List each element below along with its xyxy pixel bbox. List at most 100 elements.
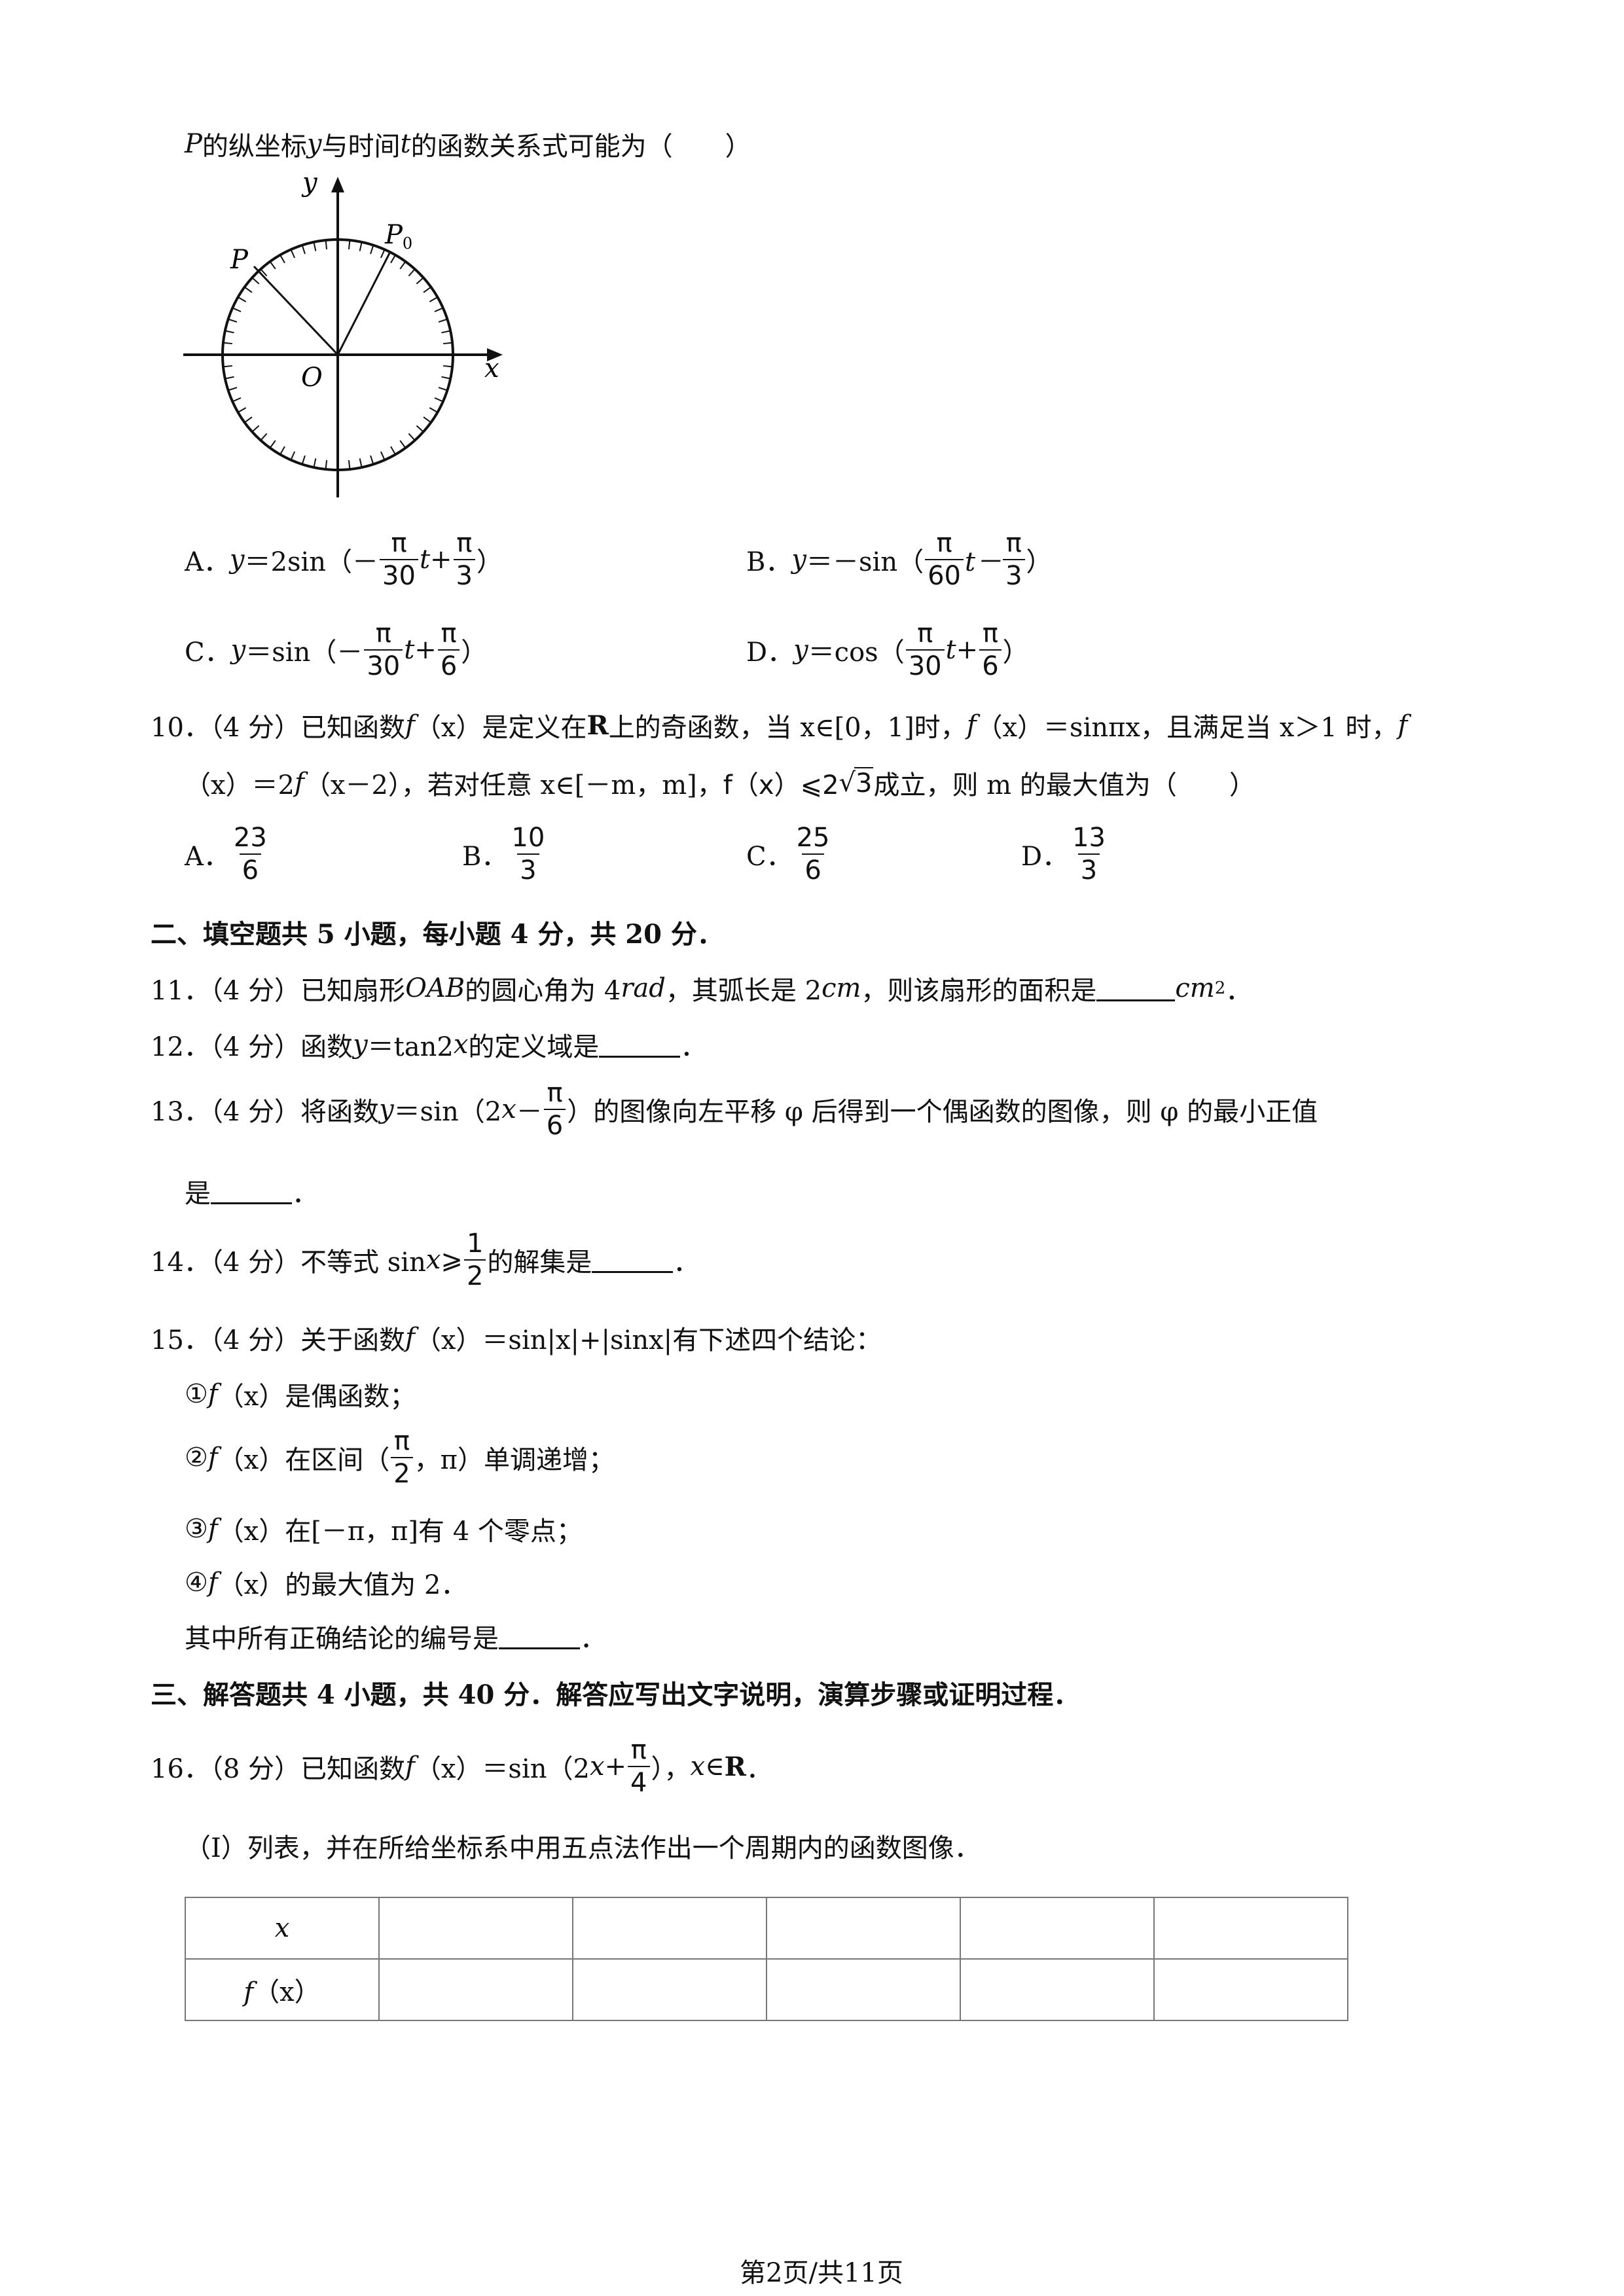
answer-blank[interactable] xyxy=(592,1247,674,1273)
tick-mark xyxy=(443,365,453,368)
tick-mark xyxy=(370,455,374,465)
tick-mark xyxy=(232,397,242,403)
tick-mark xyxy=(416,425,424,433)
tick-mark xyxy=(290,249,296,259)
tick-mark xyxy=(301,455,306,465)
q9-stem-tail: P 的纵坐标 y 与时间 t 的函数关系式可能为（ ） xyxy=(185,129,751,162)
tick-mark xyxy=(423,286,431,293)
tick-mark xyxy=(348,240,351,249)
tick-mark xyxy=(370,245,374,255)
table-cell[interactable] xyxy=(766,1897,961,1960)
answer-blank[interactable] xyxy=(599,1032,681,1058)
tick-mark xyxy=(325,460,328,470)
tick-mark xyxy=(390,255,396,264)
point-p-label: P xyxy=(230,245,249,275)
table-cell[interactable] xyxy=(960,1897,1155,1960)
table-cell[interactable] xyxy=(572,1958,767,2021)
tick-mark xyxy=(441,376,451,380)
tick-mark xyxy=(228,387,238,391)
answer-blank[interactable] xyxy=(499,1624,580,1649)
tick-mark xyxy=(325,240,328,249)
q13-line-2: 是 ． xyxy=(185,1179,318,1209)
five-point-table: x f（x） xyxy=(185,1897,1348,2021)
segment-op xyxy=(253,265,339,356)
table-cell[interactable] xyxy=(572,1897,767,1960)
tick-mark xyxy=(225,376,234,380)
table-cell[interactable] xyxy=(378,1897,573,1960)
tick-mark xyxy=(423,416,431,423)
table-row: f（x） xyxy=(185,1958,1348,2021)
tick-mark xyxy=(238,407,247,413)
unit-circle-figure: y x O P P0 xyxy=(183,170,503,497)
tick-mark xyxy=(251,425,260,433)
tick-mark xyxy=(223,365,232,368)
sqrt-sign-icon: √ xyxy=(839,768,856,798)
table-cell[interactable] xyxy=(1153,1897,1348,1960)
q11: 11．（4 分）已知扇形 OAB 的圆心角为 4 rad ，其弧长是 2 cm … xyxy=(151,973,1252,1006)
tick-mark xyxy=(301,245,306,255)
circle-tick-marks xyxy=(223,240,453,470)
tick-mark xyxy=(399,440,406,448)
q12: 12．（4 分）函数 y ＝tan2 x 的定义域是 ． xyxy=(151,1030,707,1062)
tick-mark xyxy=(280,446,285,455)
answer-blank[interactable] xyxy=(1096,976,1176,1001)
tick-mark xyxy=(269,261,276,270)
answer-blank[interactable] xyxy=(211,1179,292,1204)
table-row: x xyxy=(185,1897,1348,1960)
tick-mark xyxy=(408,268,416,277)
table-cell[interactable] xyxy=(766,1958,961,2021)
tick-mark xyxy=(238,296,247,302)
table-header-x: x xyxy=(185,1897,380,1960)
tick-mark xyxy=(380,249,386,259)
tick-mark xyxy=(434,307,444,313)
tick-mark xyxy=(416,277,424,285)
tick-mark xyxy=(359,242,363,251)
q15-stem: 15．（4 分）关于函数 f （x）＝sin|x|+|sinx|有下述四个结论： xyxy=(151,1323,882,1355)
tick-mark xyxy=(390,446,396,455)
tick-mark xyxy=(260,433,268,441)
tick-mark xyxy=(429,296,438,302)
tick-mark xyxy=(438,387,448,391)
tick-mark xyxy=(399,261,406,270)
tick-mark xyxy=(244,416,253,423)
origin-label: O xyxy=(301,363,323,393)
tick-mark xyxy=(313,242,317,251)
table-cell[interactable] xyxy=(378,1958,573,2021)
table-cell[interactable] xyxy=(960,1958,1155,2021)
x-axis-label: x xyxy=(484,353,499,384)
table-cell[interactable] xyxy=(1153,1958,1348,2021)
q16-part-1: （Ⅰ）列表，并在所给坐标系中用五点法作出一个周期内的函数图像． xyxy=(185,1833,981,1863)
tick-mark xyxy=(434,397,444,403)
tick-mark xyxy=(359,458,363,468)
tick-mark xyxy=(348,460,351,470)
section-3-heading: 三、解答题共 4 小题，共 40 分．解答应写出文字说明，演算步骤或证明过程． xyxy=(151,1679,1080,1710)
